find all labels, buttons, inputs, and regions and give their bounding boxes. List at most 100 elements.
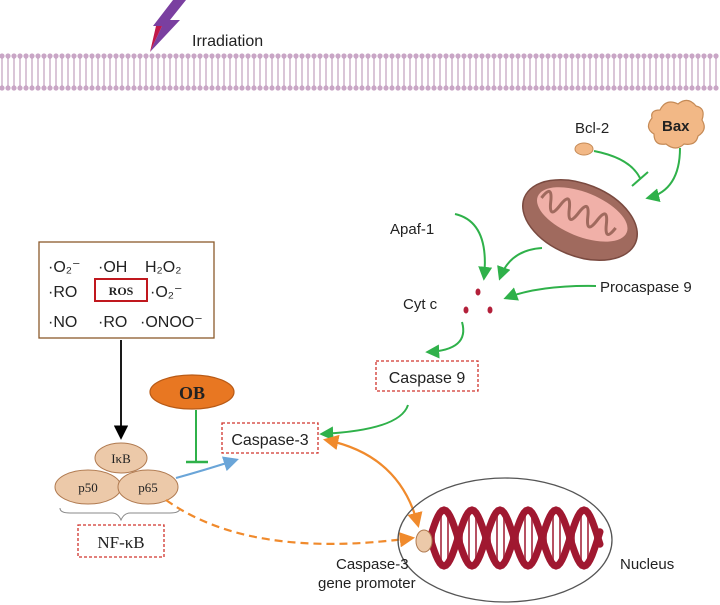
lipid-head	[551, 53, 557, 59]
lipid-head	[185, 85, 191, 91]
lipid-head	[155, 85, 161, 91]
lipid-head	[569, 85, 575, 91]
lipid-head	[695, 53, 701, 59]
ikb-label: IκB	[111, 451, 131, 466]
lipid-head	[209, 53, 215, 59]
lipid-head	[215, 85, 221, 91]
nfkb-box	[77, 524, 165, 558]
lipid-head	[635, 85, 641, 91]
lipid-head	[623, 53, 629, 59]
lipid-head	[629, 85, 635, 91]
lipid-head	[407, 85, 413, 91]
nucleus-shape	[397, 477, 613, 603]
bax-label: Bax	[662, 118, 690, 135]
p65-label: p65	[138, 480, 158, 495]
lipid-head	[563, 85, 569, 91]
lipid-head	[5, 53, 11, 59]
lipid-head	[617, 85, 623, 91]
lipid-head	[575, 53, 581, 59]
lipid-head	[455, 53, 461, 59]
ros-alkoxyl-2: ·RO	[98, 314, 127, 331]
lipid-head	[353, 85, 359, 91]
lipid-head	[11, 53, 17, 59]
lipid-head	[263, 85, 269, 91]
ob-label: OB	[179, 383, 205, 403]
ros-label: ROS	[109, 284, 134, 298]
lipid-head	[275, 53, 281, 59]
lipid-head	[23, 53, 29, 59]
lipid-head	[707, 85, 713, 91]
ros-superoxide: ·O₂⁻	[48, 259, 80, 276]
lipid-head	[533, 85, 539, 91]
cell-membrane	[0, 53, 719, 91]
lipid-head	[647, 53, 653, 59]
lipid-head	[425, 53, 431, 59]
lipid-head	[473, 53, 479, 59]
lipid-head	[371, 53, 377, 59]
bcl2-inhibition-bar	[631, 171, 649, 187]
lipid-head	[341, 53, 347, 59]
irradiation-label: Irradiation	[192, 33, 263, 50]
lipid-head	[383, 53, 389, 59]
procaspase9-arrow	[503, 284, 597, 301]
lipid-head	[119, 85, 125, 91]
bax-cloud-shape	[647, 99, 705, 149]
lipid-head	[281, 53, 287, 59]
lipid-head	[647, 85, 653, 91]
lipid-head	[587, 53, 593, 59]
lipid-head	[581, 85, 587, 91]
lipid-head	[305, 85, 311, 91]
lipid-head	[569, 53, 575, 59]
lipid-head	[623, 85, 629, 91]
lipid-head	[233, 85, 239, 91]
lipid-head	[479, 85, 485, 91]
apaf1-arrow	[454, 213, 493, 281]
lipid-head	[671, 85, 677, 91]
lipid-head	[713, 85, 719, 91]
lipid-head	[629, 53, 635, 59]
lipid-head	[563, 53, 569, 59]
caspase9-label: Caspase 9	[389, 370, 466, 387]
nfkb-to-promoter-arrow	[165, 499, 416, 548]
lipid-head	[515, 85, 521, 91]
lipid-head	[251, 53, 257, 59]
lipid-head	[557, 53, 563, 59]
caspase3-box	[221, 422, 319, 454]
lipid-head	[107, 53, 113, 59]
ros-hydroxyl: ·OH	[98, 259, 127, 276]
lipid-head	[659, 53, 665, 59]
lipid-head	[701, 85, 707, 91]
lipid-head	[275, 85, 281, 91]
lipid-head	[215, 53, 221, 59]
lipid-head	[311, 85, 317, 91]
lipid-head	[509, 85, 515, 91]
lipid-head	[131, 53, 137, 59]
ros-inner-box	[94, 278, 148, 302]
lipid-head	[473, 85, 479, 91]
lipid-head	[257, 85, 263, 91]
lipid-head	[131, 85, 137, 91]
promoter-label-line1: Caspase-3	[336, 556, 409, 573]
lipid-head	[245, 85, 251, 91]
lipid-head	[347, 53, 353, 59]
dna-strand	[426, 506, 604, 570]
lipid-head	[401, 85, 407, 91]
lipid-head	[467, 53, 473, 59]
lipid-head	[449, 53, 455, 59]
cytc-molecules	[463, 288, 493, 314]
lipid-head	[137, 85, 143, 91]
lipid-head	[425, 85, 431, 91]
lipid-head	[71, 53, 77, 59]
lipid-head	[83, 85, 89, 91]
lipid-head	[659, 85, 665, 91]
lipid-head	[161, 53, 167, 59]
lipid-head	[89, 53, 95, 59]
lipid-head	[695, 85, 701, 91]
lipid-head	[41, 53, 47, 59]
ros-hydrogen-peroxide: H₂O₂	[145, 259, 181, 276]
lipid-head	[383, 85, 389, 91]
lipid-head	[449, 85, 455, 91]
lipid-head	[287, 85, 293, 91]
cytc-to-caspase9-arrow	[425, 321, 465, 359]
lipid-head	[443, 53, 449, 59]
